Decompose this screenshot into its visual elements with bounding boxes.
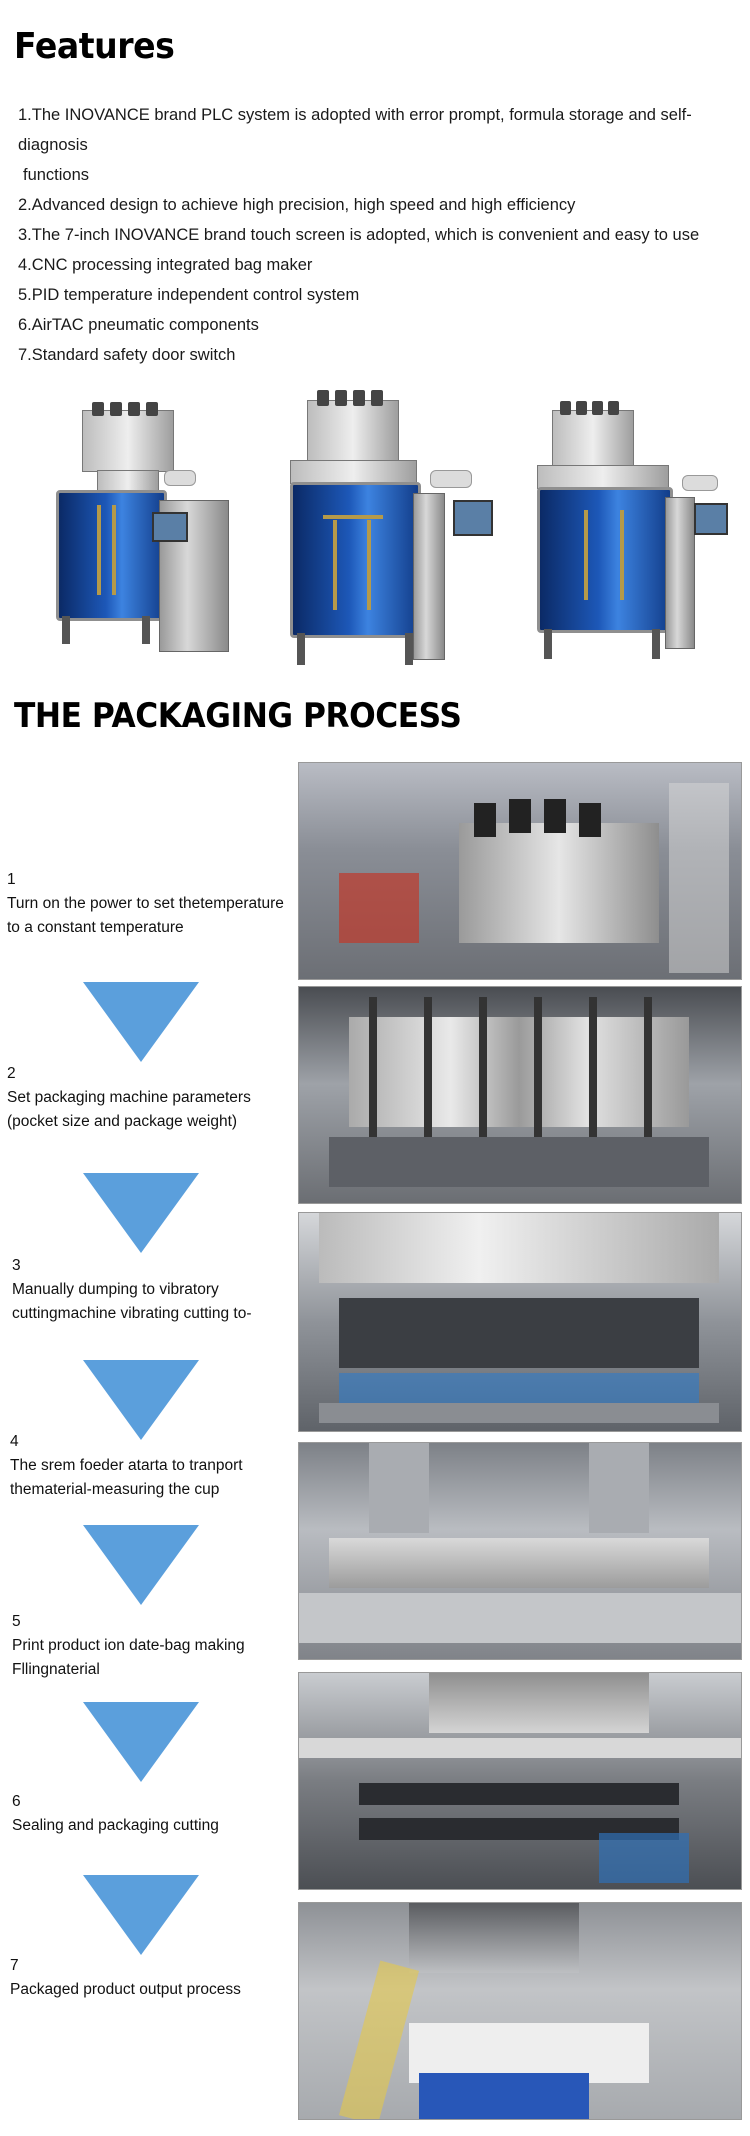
- step-arrow-down-6: [83, 1875, 199, 1955]
- step-arrow-down-4: [83, 1525, 199, 1605]
- feature-text: 1.The INOVANCE brand PLC system is adopt…: [18, 106, 692, 154]
- step-5-label: 5 Print product ion date-bag making Flli…: [12, 1610, 245, 1682]
- step-line: thematerial-measuring the cup: [10, 1481, 220, 1498]
- feature-item-6: 6.AirTAC pneumatic components: [18, 316, 259, 334]
- step-arrow-down-2: [83, 1173, 199, 1253]
- step-number: 6: [12, 1793, 21, 1810]
- feature-list: 1.The INOVANCE brand PLC system is adopt…: [0, 100, 750, 370]
- step-arrow-down-3: [83, 1360, 199, 1440]
- step-1-photo: [298, 762, 742, 980]
- step-number: 1: [7, 871, 16, 888]
- feature-item-7: 7.Standard safety door switch: [18, 346, 236, 364]
- step-6-label: 6 Sealing and packaging cutting: [12, 1790, 219, 1838]
- feature-item-4: 4.CNC processing integrated bag maker: [18, 256, 313, 274]
- step-number: 7: [10, 1957, 19, 1974]
- step-2-photo: [298, 986, 742, 1204]
- step-5-photo: [298, 1672, 742, 1890]
- step-number: 5: [12, 1613, 21, 1630]
- step-number: 4: [10, 1433, 19, 1450]
- step-line: Manually dumping to vibratory: [12, 1281, 219, 1298]
- step-6-photo: [298, 1902, 742, 2120]
- step-7-label: 7 Packaged product output process: [10, 1954, 241, 2002]
- step-line: Turn on the power to set thetemperature: [7, 895, 284, 912]
- feature-text-cont: functions: [23, 166, 90, 184]
- step-line: to a constant temperature: [7, 919, 184, 936]
- step-line: Packaged product output process: [10, 1981, 241, 1998]
- feature-item-3: 3.The 7-inch INOVANCE brand touch screen…: [18, 226, 700, 244]
- feature-item-1: 1.The INOVANCE brand PLC system is adopt…: [0, 100, 750, 190]
- step-line: Print product ion date-bag making: [12, 1637, 245, 1654]
- step-1-label: 1 Turn on the power to set thetemperatur…: [7, 868, 284, 940]
- step-4-photo: [298, 1442, 742, 1660]
- step-line: (pocket size and package weight): [7, 1113, 238, 1130]
- step-line: Sealing and packaging cutting: [12, 1817, 219, 1834]
- feature-item-2: 2.Advanced design to achieve high precis…: [18, 196, 576, 214]
- step-4-label: 4 The srem foeder atarta to tranport the…: [10, 1430, 243, 1502]
- machine-photo-1: [52, 380, 232, 670]
- feature-item-5: 5.PID temperature independent control sy…: [18, 286, 360, 304]
- step-line: cuttingmachine vibrating cutting to-: [12, 1305, 252, 1322]
- step-arrow-down-5: [83, 1702, 199, 1782]
- machine-photo-3: [532, 385, 732, 675]
- process-title: THE PACKAGING PROCESS: [14, 696, 462, 736]
- step-number: 2: [7, 1065, 16, 1082]
- step-line: Fllingnaterial: [12, 1661, 100, 1678]
- step-arrow-down-1: [83, 982, 199, 1062]
- step-line: The srem foeder atarta to tranport: [10, 1457, 243, 1474]
- step-3-label: 3 Manually dumping to vibratory cuttingm…: [12, 1254, 252, 1326]
- step-3-photo: [298, 1212, 742, 1432]
- step-number: 3: [12, 1257, 21, 1274]
- machine-photo-2: [285, 375, 515, 675]
- features-title: Features: [14, 26, 175, 67]
- step-line: Set packaging machine parameters: [7, 1089, 251, 1106]
- step-2-label: 2 Set packaging machine parameters (pock…: [7, 1062, 251, 1134]
